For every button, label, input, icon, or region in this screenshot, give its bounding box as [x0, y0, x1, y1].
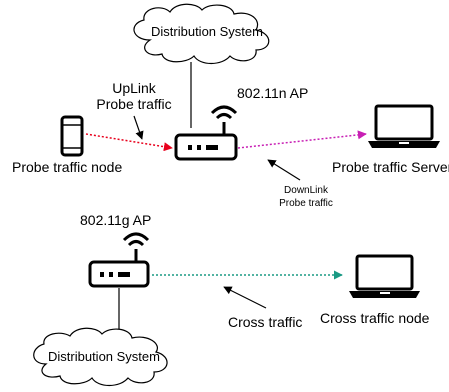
- cloud-bottom-label: Distribution System: [48, 349, 160, 364]
- cross-traffic-label: Cross traffic: [228, 314, 302, 330]
- phone-icon: [60, 115, 84, 157]
- downlink-pointer-arrow: [267, 159, 301, 181]
- cloud-top-label: Distribution System: [151, 24, 263, 39]
- downlink-label-line1: DownLink: [284, 185, 329, 196]
- ap-g-router-icon: [88, 232, 150, 288]
- cross-pointer-arrow: [223, 286, 267, 309]
- uplink-pointer-arrow: [133, 115, 144, 140]
- uplink-traffic-line: [85, 133, 173, 152]
- distribution-system-cloud-top: Distribution System: [133, 3, 270, 65]
- downlink-label-line2: Probe traffic: [279, 198, 333, 209]
- distribution-system-cloud-bottom: Distribution System: [33, 327, 168, 387]
- uplink-label-line1: UpLink: [112, 80, 157, 96]
- ap-n-label: 802.11n AP: [237, 85, 308, 101]
- laptop-icon: [349, 254, 420, 298]
- downlink-traffic-line: [237, 130, 367, 149]
- probe-node-label: Probe traffic node: [12, 159, 122, 175]
- ap-n-router-icon: [174, 105, 238, 161]
- cross-node-label: Cross traffic node: [320, 310, 430, 326]
- ap-g-label: 802.11g AP: [80, 212, 151, 228]
- probe-server-label: Probe traffic Server: [332, 159, 449, 175]
- uplink-label-line2: Probe traffic: [96, 96, 171, 112]
- laptop-icon: [368, 104, 440, 148]
